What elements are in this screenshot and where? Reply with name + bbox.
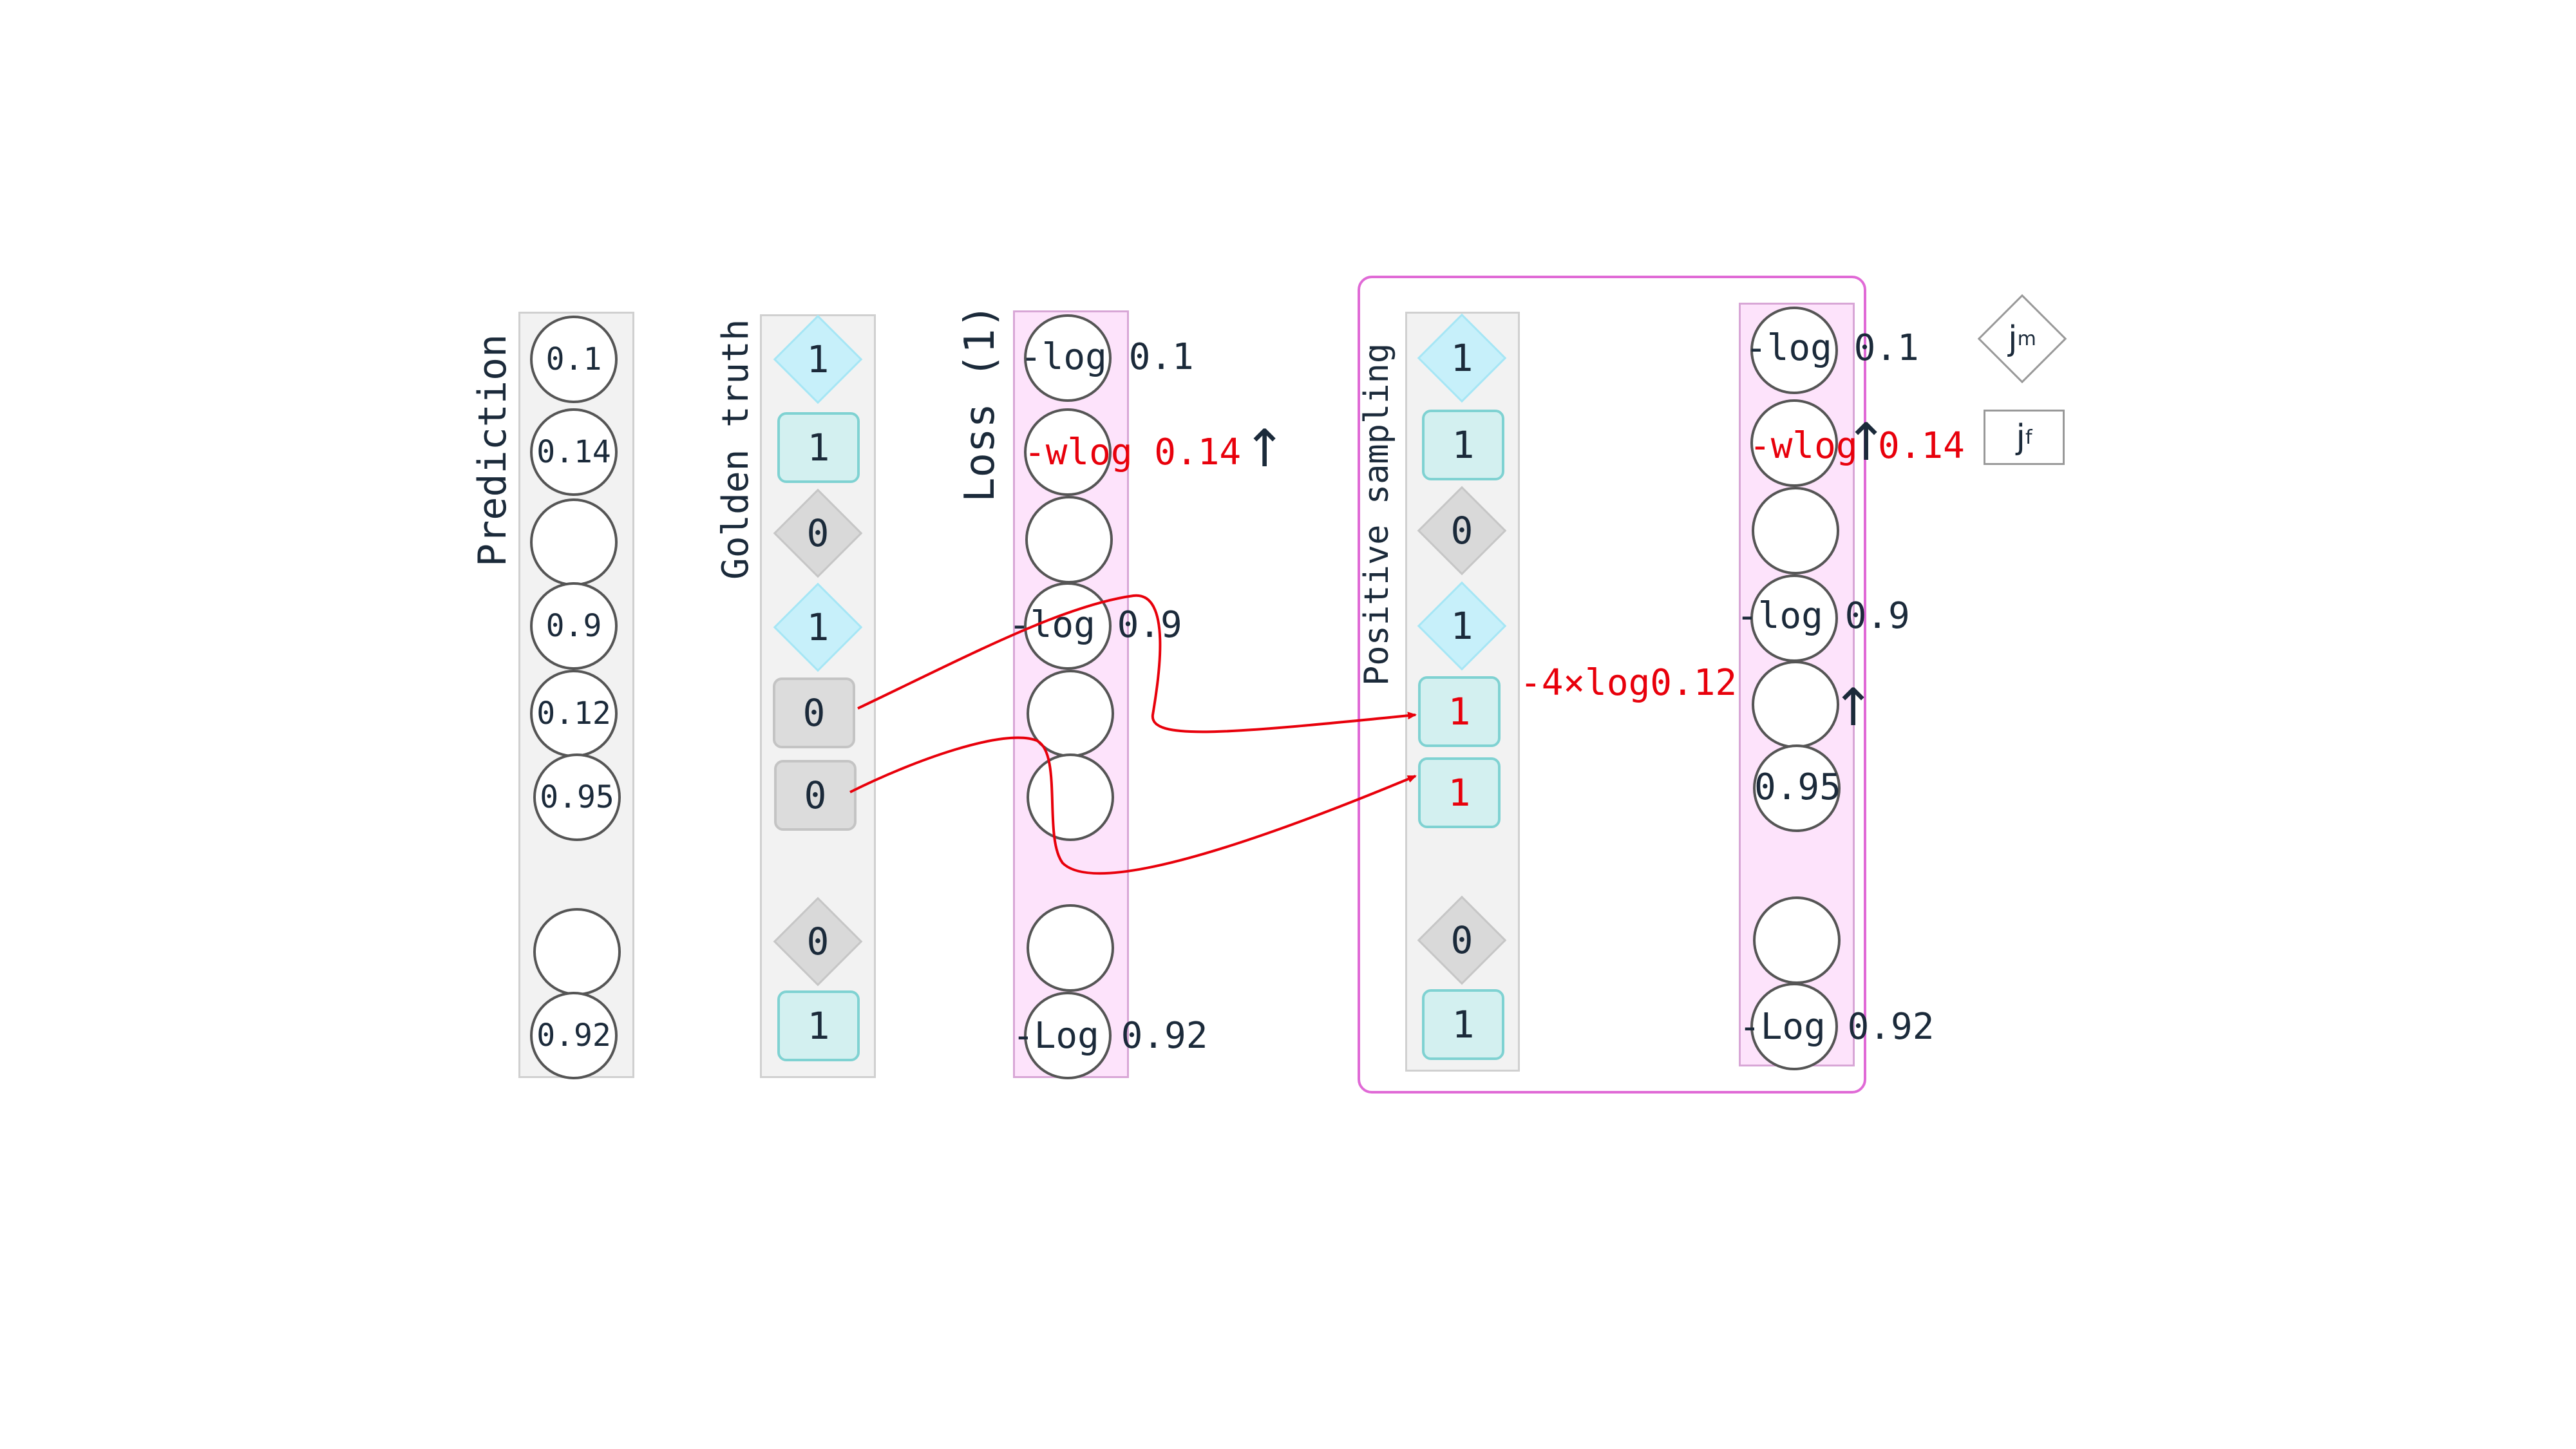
- legend-jf-label: j: [2016, 418, 2025, 457]
- sampling-diamond: 0: [1417, 895, 1507, 985]
- loss-node: [1024, 314, 1112, 402]
- legend-jm-label: j: [2008, 319, 2018, 358]
- legend-jf-sub: f: [2025, 426, 2032, 449]
- connector-arrow-1: [857, 594, 1417, 734]
- loss-label: -log 0.1: [1020, 336, 1194, 378]
- golden-truth-diamond: 1: [773, 314, 863, 404]
- up-arrow-icon: ↑: [1844, 412, 1888, 472]
- positive-sampling-frame: [1358, 276, 1866, 1094]
- sampling-loss-node: [1750, 307, 1838, 394]
- loss-label: -Log 0.92: [1012, 1015, 1208, 1057]
- prediction-node: 0.95: [533, 753, 621, 841]
- loss-node: [1027, 904, 1114, 992]
- golden-truth-box: 1: [777, 990, 860, 1061]
- sampling-box: 1: [1422, 410, 1504, 480]
- sampling-box: 1: [1422, 989, 1504, 1060]
- golden-truth-diamond: 0: [773, 488, 863, 578]
- loss-node: [1024, 408, 1112, 496]
- sampling-loss-label-weighted: 0.14: [1878, 425, 1965, 467]
- sampling-loss-node: [1750, 399, 1838, 487]
- sampling-box-positive: 1: [1418, 757, 1501, 828]
- sampling-loss-label: -log 0.9: [1736, 595, 1910, 637]
- sampling-loss-node: [1753, 744, 1841, 832]
- up-arrow-icon: ↑: [1832, 677, 1875, 737]
- weighted-loss-label: -4×log0.12: [1520, 662, 1738, 704]
- prediction-node: 0.92: [530, 992, 618, 1079]
- golden-truth-box: 0: [774, 760, 857, 831]
- sampling-loss-label-weighted: -wlog: [1749, 425, 1858, 467]
- sampling-loss-label: -log 0.1: [1745, 327, 1919, 369]
- golden-truth-diamond: 0: [773, 896, 863, 987]
- golden-truth-diamond: 1: [773, 582, 863, 672]
- sampling-loss-node: [1752, 487, 1839, 574]
- sampling-loss-node: [1752, 661, 1839, 748]
- loss-node: [1027, 753, 1114, 841]
- prediction-node: 0.14: [530, 408, 618, 496]
- sampling-diamond: 0: [1417, 486, 1507, 576]
- golden-truth-box: 0: [773, 677, 855, 748]
- sampling-box-positive: 1: [1418, 676, 1501, 747]
- sampling-loss-label: 0.95: [1754, 766, 1841, 808]
- sampling-loss-label: -Log 0.92: [1739, 1006, 1935, 1048]
- loss-label-weighted: -wlog 0.14: [1024, 431, 1242, 473]
- prediction-node: 0.1: [530, 316, 618, 403]
- sampling-loss-node: [1750, 983, 1838, 1070]
- sampling-diamond: 1: [1417, 313, 1507, 403]
- legend-jm-sub: m: [2017, 327, 2036, 350]
- golden-truth-box: 1: [777, 412, 860, 483]
- loss-node: [1024, 582, 1112, 670]
- up-arrow-icon: ↑: [1243, 419, 1287, 478]
- prediction-node: 0.12: [530, 670, 618, 757]
- loss-node: [1024, 992, 1112, 1079]
- prediction-node: [533, 908, 621, 996]
- connector-arrow-2: [849, 736, 1417, 875]
- sampling-diamond: 1: [1417, 581, 1507, 671]
- prediction-node: 0.9: [530, 582, 618, 670]
